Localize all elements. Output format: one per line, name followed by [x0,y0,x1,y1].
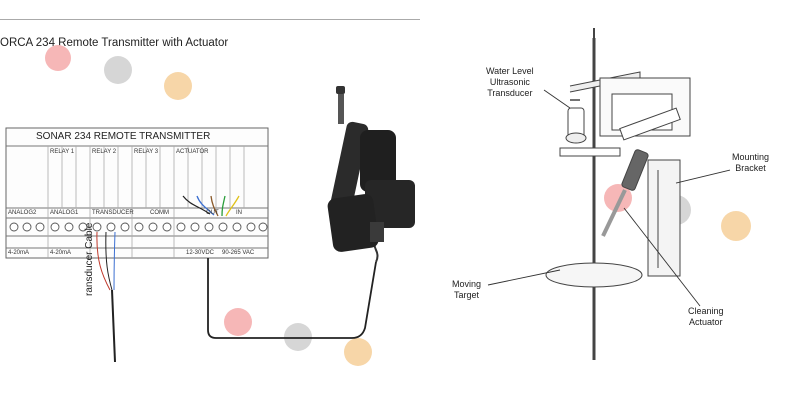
dot-decoration [45,45,71,71]
relay-2-label: RELAY 2 [92,149,117,155]
cleaning-line-1: Cleaning [688,306,724,316]
moving-target-line-1: Moving [452,279,482,289]
moving-target-line-2: Target [454,290,480,300]
group-analog2: ANALOG2 [8,210,37,216]
mounting-line-2: Bracket [735,163,766,173]
linear-actuator-graphic [327,86,415,252]
mounting-line-1: Mounting [732,152,770,162]
group-analog1: ANALOG1 [50,210,79,216]
ac-supply-label: 90-265 VAC [222,250,255,256]
cleaning-actuator-callout: Cleaning Actuator [688,306,724,328]
dc-supply-label: 12-30VDC [186,250,215,256]
transmitter-heading: SONAR 234 REMOTE TRANSMITTER [36,131,211,142]
group-in: IN [236,210,242,216]
dot-decoration [284,323,312,351]
relay-1-label: RELAY 1 [50,149,75,155]
water-level-line-3: Transducer [487,88,533,98]
group-comm: COMM [150,210,169,216]
mounting-bracket-callout: Mounting Bracket [732,152,769,174]
dot-decoration [104,56,132,84]
cleaning-line-2: Actuator [689,317,723,327]
actuator-label: ACTUATOR [176,149,209,155]
dot-decoration [721,211,751,241]
water-level-callout: Water Level Ultrasonic Transducer [486,66,534,99]
transmitter-box [5,127,269,259]
top-rule [0,19,420,20]
water-level-line-2: Ultrasonic [489,77,530,87]
analog2-range: 4-20mA [8,250,30,256]
analog1-range: 4-20mA [50,250,72,256]
group-out: OUT [206,210,219,216]
dot-decoration [164,72,192,100]
moving-target-callout: Moving Target [452,279,481,301]
relay-3-label: RELAY 3 [134,149,159,155]
cable-label: ransducer Cable [84,222,95,296]
mounting-assembly-graphic [545,28,691,360]
group-transducer: TRANSDUCER [92,210,134,216]
dot-decoration [344,338,372,366]
dot-decoration [224,308,252,336]
water-level-line-1: Water Level [486,66,534,76]
